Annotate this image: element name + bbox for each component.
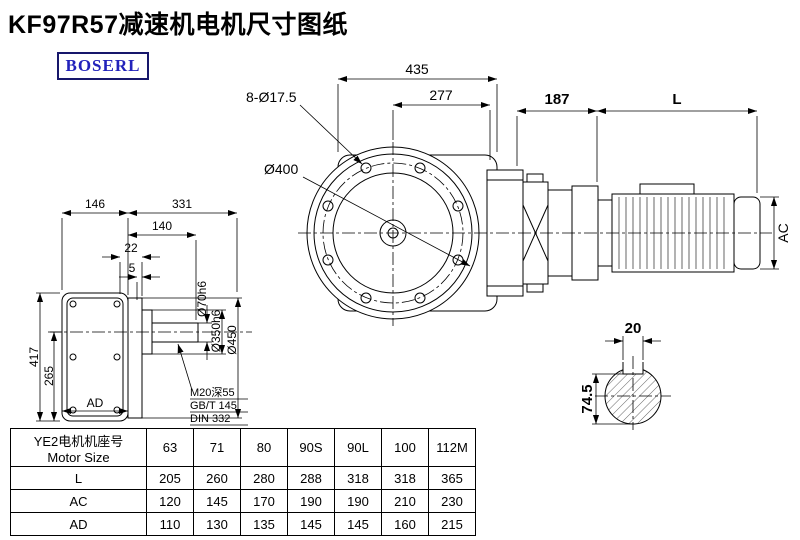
table-header-size: 90S	[287, 428, 335, 467]
dimension-top-widths: 146 331 140 22 5	[61, 197, 238, 320]
table-cell: 110	[146, 512, 194, 536]
note-gbt-standard: GB/T 145	[190, 400, 237, 412]
dimension-motor-height: AC	[760, 196, 791, 270]
table-cell: 210	[381, 489, 429, 513]
label-flange-od: Ø450	[225, 325, 239, 355]
table-cell: 280	[240, 466, 288, 490]
table-header-size: 90L	[334, 428, 382, 467]
dimension-front-offset: 277	[392, 87, 491, 160]
shaft-end-notes: M20深55 GB/T 145 DIN 332	[177, 343, 248, 426]
dim-motor-height-ac: AC	[775, 223, 791, 242]
motor-side-view: 187 L AC	[298, 91, 791, 297]
table-cell: 288	[287, 466, 335, 490]
flange-diameter-label: Ø400	[264, 161, 298, 177]
dimension-table: YE2电机机座号 Motor Size 63 71 80 90S 90L 100…	[10, 428, 476, 536]
table-header-size: 71	[193, 428, 241, 467]
bolt-holes-label: 8-Ø17.5	[246, 89, 297, 105]
row-label: AC	[10, 489, 147, 513]
motor-size-label-cn: YE2电机机座号	[33, 433, 124, 449]
dim-22: 22	[124, 241, 138, 255]
dimension-left-heights: 417 265 AD	[27, 292, 128, 422]
table-row-L: L 205 260 280 288 318 318 365	[10, 466, 476, 490]
dimension-shaft-diameters: Ø70h6 Ø350h6 Ø450	[142, 281, 242, 419]
table-header-motor-size: YE2电机机座号 Motor Size	[10, 428, 147, 467]
table-cell: 145	[287, 512, 335, 536]
dimension-motor-length: L	[597, 91, 757, 115]
table-header-size: 63	[146, 428, 194, 467]
motor-size-label-en: Motor Size	[47, 449, 110, 465]
table-cell: 190	[334, 489, 382, 513]
dim-331: 331	[172, 197, 192, 211]
table-cell: 160	[381, 512, 429, 536]
table-cell: 215	[428, 512, 476, 536]
table-cell: 130	[193, 512, 241, 536]
dim-overall-width: 435	[405, 61, 429, 77]
table-cell: 205	[146, 466, 194, 490]
dimension-keyway-width: 20	[605, 320, 661, 360]
gearbox-left-view: 146 331 140 22 5 417	[27, 197, 252, 426]
dim-140: 140	[152, 219, 172, 233]
dim-adapter-length: 187	[544, 91, 569, 108]
dim-motor-length: L	[672, 91, 681, 108]
bolt-holes	[322, 162, 464, 304]
page-title: KF97R57减速机电机尺寸图纸	[8, 11, 348, 39]
brand-logo-text: BOSERL	[65, 56, 141, 75]
table-cell: 260	[193, 466, 241, 490]
technical-drawing: 435 277 8-Ø17.5 Ø400	[27, 61, 791, 430]
label-flange-diameter: Ø400	[264, 161, 471, 267]
label-bolt-holes: 8-Ø17.5	[246, 89, 363, 165]
label-spigot-diameter: Ø350h6	[209, 309, 223, 352]
dim-265: 265	[42, 366, 56, 386]
row-label: L	[10, 466, 147, 490]
dimension-adapter-length: 187	[516, 91, 758, 193]
dim-bolt-offset: 277	[429, 87, 453, 103]
table-header-size: 112M	[428, 428, 476, 467]
table-row-AD: AD 110 130 135 145 145 160 215	[10, 512, 476, 536]
table-cell: 145	[334, 512, 382, 536]
dimension-shaft-height: 74.5	[579, 373, 633, 425]
table-header-row: YE2电机机座号 Motor Size 63 71 80 90S 90L 100…	[10, 428, 476, 467]
shaft-cross-section: 20 74.5	[579, 320, 671, 430]
table-row-AC: AC 120 145 170 190 190 210 230	[10, 489, 476, 513]
table-header-size: 80	[240, 428, 288, 467]
table-cell: 230	[428, 489, 476, 513]
row-label: AD	[10, 512, 147, 536]
dimension-front-width: 435	[337, 61, 498, 152]
table-cell: 190	[287, 489, 335, 513]
label-shaft-diameter: Ø70h6	[195, 281, 209, 317]
table-cell: 318	[334, 466, 382, 490]
dim-ad: AD	[87, 396, 104, 410]
front-view: 435 277 8-Ø17.5 Ø400	[246, 61, 498, 326]
dim-417: 417	[27, 347, 41, 367]
table-cell: 135	[240, 512, 288, 536]
dim-5: 5	[129, 261, 136, 275]
brand-logo: BOSERL	[57, 52, 149, 80]
table-cell: 120	[146, 489, 194, 513]
note-din-standard: DIN 332	[190, 413, 230, 425]
dim-shaft-height: 74.5	[579, 384, 596, 413]
dim-keyway-width: 20	[625, 320, 642, 337]
dim-146: 146	[85, 197, 105, 211]
table-cell: 365	[428, 466, 476, 490]
table-cell: 318	[381, 466, 429, 490]
table-header-size: 100	[381, 428, 429, 467]
table-cell: 170	[240, 489, 288, 513]
note-m20-tap: M20深55	[190, 386, 235, 399]
table-cell: 145	[193, 489, 241, 513]
